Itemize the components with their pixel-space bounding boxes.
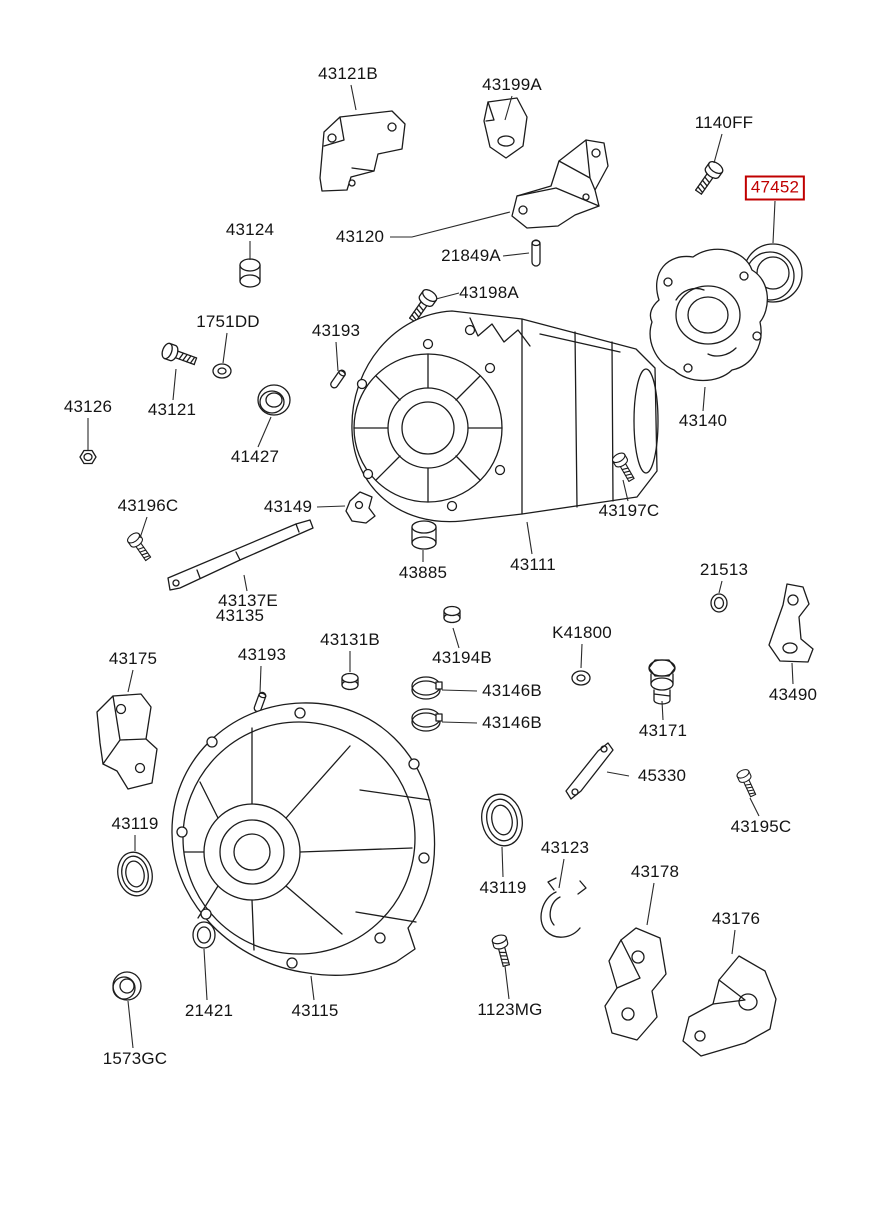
part-label-43135: 43135 [215, 606, 265, 625]
part-label-43149: 43149 [263, 497, 313, 516]
part-label-43120: 43120 [335, 227, 385, 246]
part-label-43111: 43111 [510, 555, 556, 574]
part-label-1123MG: 1123MG [477, 1000, 543, 1019]
part-label-43178: 43178 [630, 862, 680, 881]
part-drawing-43140 [649, 248, 769, 382]
part-label-21421: 21421 [184, 1001, 234, 1020]
part-drawing-43111 [351, 310, 659, 523]
part-drawing-43149 [345, 491, 376, 524]
part-drawing-43120 [511, 139, 609, 229]
part-label-43199A: 43199A [482, 75, 542, 94]
part-drawing-41427 [257, 384, 291, 416]
part-label-43124: 43124 [225, 220, 275, 239]
part-drawing-43885 [411, 520, 437, 550]
part-drawing-21849A [531, 239, 541, 267]
part-label-43119-center: 43119 [479, 878, 527, 897]
part-drawing-21513 [710, 593, 728, 613]
part-label-43196C: 43196C [117, 496, 179, 515]
part-drawing-45330 [565, 742, 614, 800]
part-drawing-1751DD [212, 363, 232, 379]
part-drawing-43193-upper [328, 368, 348, 390]
part-drawing-43178 [604, 927, 667, 1041]
part-label-43171: 43171 [638, 721, 688, 740]
part-drawing-43123 [540, 877, 587, 938]
part-drawing-43137E [167, 519, 314, 591]
part-label-43137E: 43137E [218, 591, 278, 610]
part-label-21513: 21513 [699, 560, 749, 579]
part-label-43123: 43123 [540, 838, 590, 857]
part-drawing-43171 [648, 659, 676, 705]
part-drawing-43126 [79, 449, 97, 465]
part-drawing-43121B [319, 110, 406, 192]
part-label-43193-lower: 43193 [237, 645, 287, 664]
part-label-43194B: 43194B [432, 648, 492, 667]
part-drawing-43146B-lower [411, 708, 443, 732]
part-label-43119-left: 43119 [111, 814, 159, 833]
part-drawing-43196C [125, 530, 155, 564]
part-drawing-43194B [443, 605, 461, 624]
part-label-43175: 43175 [108, 649, 158, 668]
part-drawing-43124 [239, 258, 261, 288]
part-drawing-43199A [483, 97, 528, 159]
part-label-43193-upper: 43193 [311, 321, 361, 340]
part-label-21849A: 21849A [441, 246, 501, 265]
part-drawing-43176 [682, 955, 777, 1057]
part-label-43146B-upper: 43146B [482, 681, 542, 700]
part-label-K41800: K41800 [552, 623, 612, 642]
part-drawing-43115 [171, 702, 436, 976]
part-drawing-43490 [768, 583, 814, 663]
part-label-43146B-lower: 43146B [482, 713, 542, 732]
part-label-43126: 43126 [63, 397, 113, 416]
part-label-47452-highlighted[interactable]: 47452 [744, 175, 806, 201]
part-label-43195C: 43195C [730, 817, 792, 836]
part-drawing-K41800 [571, 670, 591, 686]
part-drawing-43146B-upper [411, 676, 443, 700]
part-drawing-43195C [735, 767, 760, 799]
leader-lines [87, 84, 794, 1049]
part-label-45330: 45330 [637, 766, 687, 785]
part-label-43131B: 43131B [320, 630, 380, 649]
part-drawings [79, 97, 814, 1057]
part-drawing-1573GC [112, 971, 142, 1001]
part-drawing-1123MG [490, 933, 514, 968]
part-label-41427: 41427 [230, 447, 280, 466]
part-label-43885: 43885 [398, 563, 448, 582]
part-label-43121: 43121 [147, 400, 197, 419]
part-drawing-43131B [341, 672, 359, 691]
part-drawing-43175 [96, 693, 158, 790]
part-label-1140FF: 1140FF [694, 113, 754, 132]
part-drawing-43119-left [117, 851, 153, 897]
part-label-1573GC: 1573GC [102, 1049, 168, 1068]
part-label-43197C: 43197C [598, 501, 660, 520]
part-label-43140: 43140 [678, 411, 728, 430]
part-drawing-1140FF [691, 158, 726, 198]
part-label-43176: 43176 [711, 909, 761, 928]
part-drawing-43119-center [481, 793, 523, 847]
part-drawing-43121 [159, 341, 199, 370]
part-label-43115: 43115 [291, 1001, 339, 1020]
part-label-43198A: 43198A [459, 283, 519, 302]
part-label-43490: 43490 [768, 685, 818, 704]
part-label-43121B: 43121B [318, 64, 378, 83]
part-label-1751DD: 1751DD [196, 312, 260, 331]
part-drawing-21421 [192, 921, 216, 949]
